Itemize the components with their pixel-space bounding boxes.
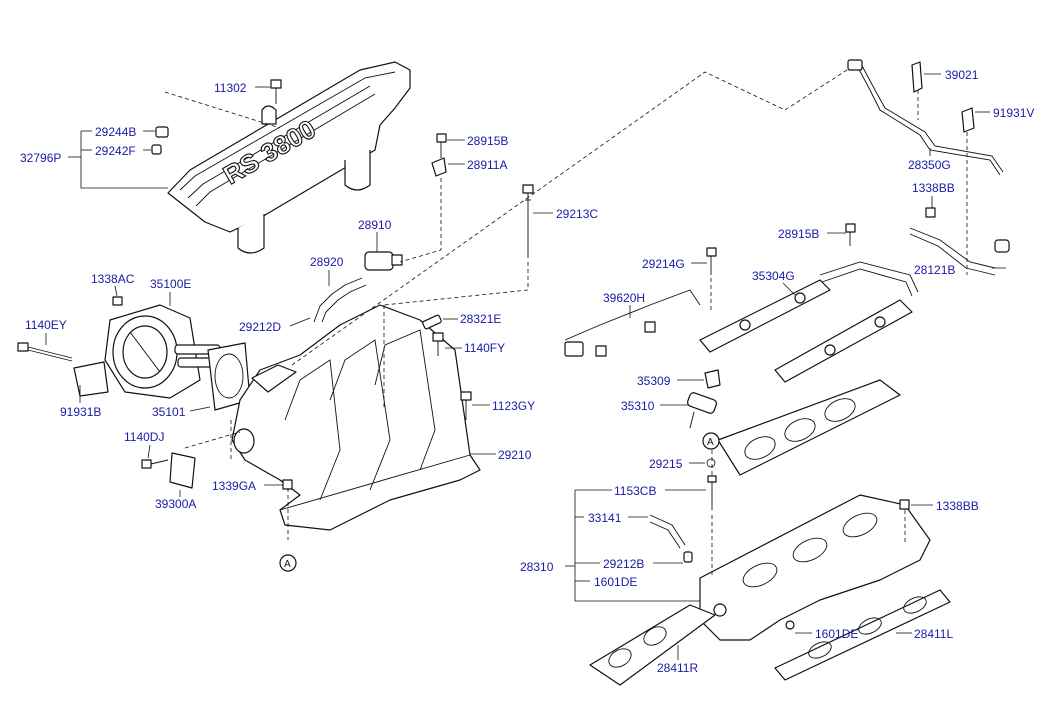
plug-29212B [683,551,693,563]
label-1153CB[interactable]: 1153CB [614,484,656,498]
label-33141[interactable]: 33141 [588,511,622,525]
fuel-hose-28121B [909,227,1010,276]
label-29213C[interactable]: 29213C [556,207,598,221]
tube-33141 [649,514,686,549]
fuel-pipe-28350G [847,59,1004,176]
label-29215[interactable]: 29215 [649,457,683,471]
reference-marker-a-left: A [279,554,297,572]
nut-1338AC [112,296,123,306]
part-labels: 11302 29244B 29242F 32796P 28915B 28911A… [20,68,1034,675]
label-28310[interactable]: 28310 [520,560,554,574]
label-29244B[interactable]: 29244B [95,125,136,139]
nut-1339GA [282,479,293,490]
label-1338BB-bottom[interactable]: 1338BB [936,499,979,513]
bracket-28911A [431,157,447,177]
label-91931V[interactable]: 91931V [993,106,1034,120]
label-28915B-top[interactable]: 28915B [467,134,508,148]
label-29212D[interactable]: 29212D [239,320,281,334]
bolt-29214G [706,247,717,275]
label-35101[interactable]: 35101 [152,405,186,419]
label-28411R[interactable]: 28411R [657,661,698,675]
label-1338BB-top[interactable]: 1338BB [912,181,955,195]
throttle-body [73,304,221,399]
assembly-dashed-lines [164,67,968,575]
label-1140FY[interactable]: 1140FY [464,341,505,355]
intake-manifold-upper [231,304,481,531]
label-35100E[interactable]: 35100E [150,277,191,291]
stud-29213C [522,184,534,258]
cover-bolt-11302 [270,79,282,104]
label-32796P[interactable]: 32796P [20,151,61,165]
label-29212B[interactable]: 29212B [603,557,644,571]
label-28350G[interactable]: 28350G [908,158,951,172]
label-1601DE-right[interactable]: 1601DE [815,627,858,641]
grommet-29242F [151,144,162,155]
bolt-28915B-top [436,133,447,158]
label-1601DE-left[interactable]: 1601DE [594,575,637,589]
pcv-hose-28920 [313,277,367,323]
label-29210[interactable]: 29210 [498,448,532,462]
bolt-1123GY [460,391,472,420]
sensor-28321E [422,314,442,330]
nut-1338BB-bottom [899,499,910,510]
label-35310[interactable]: 35310 [621,399,655,413]
sensor-39300A [169,452,196,489]
label-28121B[interactable]: 28121B [914,263,955,277]
label-39300A[interactable]: 39300A [155,497,196,511]
label-35309[interactable]: 35309 [637,374,671,388]
fuel-rail-35304G [699,261,919,383]
clip-35309 [704,369,721,389]
leader-lines [45,73,1006,660]
label-1140DJ[interactable]: 1140DJ [124,430,164,444]
label-1338AC[interactable]: 1338AC [91,272,135,286]
bolt-1140EY [17,342,73,362]
label-11302[interactable]: 11302 [214,81,247,95]
pcv-valve-28910 [364,251,403,271]
label-39021[interactable]: 39021 [945,68,979,82]
injector-35310 [686,392,718,429]
label-91931B[interactable]: 91931B [60,405,101,419]
label-39620H[interactable]: 39620H [603,291,645,305]
bracket-91931V [961,107,975,133]
bolt-1140DJ [141,459,169,469]
label-1123GY[interactable]: 1123GY [492,399,535,413]
label-28411L[interactable]: 28411L [914,627,953,641]
stud-1153CB [707,475,717,510]
label-28915B-right[interactable]: 28915B [778,227,819,241]
label-29242F[interactable]: 29242F [95,144,136,158]
svg-text:A: A [284,559,291,570]
bolt-1140FY [432,332,444,356]
gasket-29215 [717,379,901,476]
label-28911A[interactable]: 28911A [467,158,507,172]
reference-marker-a-right: A [702,432,720,450]
gasket-28411R [589,604,716,686]
nut-1338BB-top [925,207,936,218]
label-28910[interactable]: 28910 [358,218,392,232]
gasket-28411L [774,589,951,681]
bracket-39021 [911,61,923,93]
label-29214G[interactable]: 29214G [642,257,685,271]
label-1339GA[interactable]: 1339GA [212,479,256,493]
bolt-28915B-right [845,223,856,246]
label-1140EY[interactable]: 1140EY [25,318,67,332]
grommet-29244B [155,126,169,138]
intake-manifold-lower-28310 [699,494,931,641]
label-28920[interactable]: 28920 [310,255,344,269]
label-35304G[interactable]: 35304G [752,269,795,283]
wiring-harness-39620H [564,289,701,357]
label-28321E[interactable]: 28321E [460,312,501,326]
svg-text:A: A [707,437,714,448]
